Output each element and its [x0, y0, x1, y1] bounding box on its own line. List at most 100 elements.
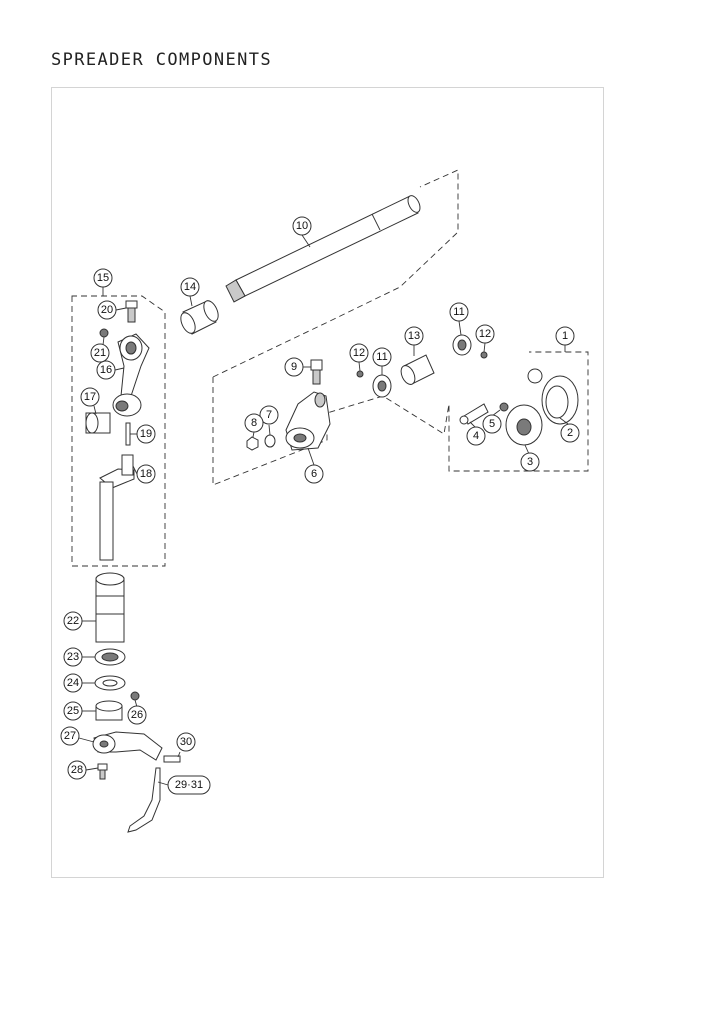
page-title: SPREADER COMPONENTS	[51, 50, 273, 70]
svg-text:13: 13	[408, 330, 420, 342]
shaft-assembly-outline	[212, 169, 589, 486]
callout-30: 30	[176, 732, 196, 752]
part-14-bushing	[180, 300, 219, 335]
callout-16: 16	[96, 360, 116, 380]
callout-20: 20	[97, 300, 117, 320]
part-3-eccentric-disc	[505, 404, 543, 446]
callout-10: 10	[292, 216, 312, 236]
svg-text:6: 6	[311, 468, 317, 480]
callout-13: 13	[404, 326, 424, 346]
callout-24: 24	[63, 673, 83, 693]
callout-7: 7	[259, 405, 279, 425]
part-20-screw	[125, 300, 138, 323]
arm-assembly-outline	[71, 295, 166, 567]
callout-15: 15	[93, 268, 113, 288]
svg-text:16: 16	[100, 364, 112, 376]
callout-3: 3	[520, 452, 540, 472]
svg-text:11: 11	[376, 351, 387, 363]
svg-text:25: 25	[67, 705, 79, 717]
leader-lines	[78, 234, 569, 786]
part-7-washer	[264, 434, 276, 448]
part-21-set-screw	[99, 328, 109, 338]
part-8-nut	[246, 436, 259, 451]
part-17-bushing	[85, 412, 111, 434]
callout-2: 2	[560, 423, 580, 443]
callout-28: 28	[67, 760, 87, 780]
svg-text:9: 9	[291, 361, 297, 373]
svg-text:23: 23	[67, 651, 79, 663]
svg-text:12: 12	[479, 328, 491, 340]
svg-text:29·31: 29·31	[175, 779, 203, 791]
callout-27: 27	[60, 726, 80, 746]
part-22-sleeve	[95, 572, 125, 643]
part-6-bracket	[285, 391, 331, 451]
callout-12-lower: 12	[349, 343, 369, 363]
svg-text:19: 19	[140, 428, 152, 440]
callout-11-upper: 11	[449, 302, 469, 322]
part-12-set-screw-upper	[480, 351, 488, 359]
svg-text:4: 4	[473, 430, 479, 442]
svg-text:3: 3	[527, 456, 533, 468]
svg-text:2: 2	[567, 427, 573, 439]
part-9-screw	[310, 359, 323, 385]
svg-text:26: 26	[131, 709, 143, 721]
part-18-spreader-shaft	[99, 454, 135, 561]
part-26-set-screw	[130, 691, 140, 701]
part-11-collar	[372, 374, 392, 398]
svg-text:27: 27	[64, 730, 76, 742]
svg-text:24: 24	[67, 677, 79, 689]
svg-text:17: 17	[84, 391, 96, 403]
svg-text:20: 20	[101, 304, 113, 316]
svg-text:18: 18	[140, 468, 152, 480]
callout-12-upper: 12	[475, 324, 495, 344]
callout-25: 25	[63, 701, 83, 721]
callout-17: 17	[80, 387, 100, 407]
diagram-frame	[51, 87, 604, 878]
part-29-31-spreader	[127, 767, 161, 833]
part-4-stud	[459, 403, 489, 425]
part-13-sleeve	[400, 354, 435, 385]
callout-14: 14	[180, 277, 200, 297]
svg-text:12: 12	[353, 347, 365, 359]
part-25-collar	[95, 700, 123, 721]
part-30-screw	[163, 755, 181, 763]
svg-text:1: 1	[562, 330, 568, 342]
svg-text:30: 30	[180, 736, 192, 748]
svg-text:15: 15	[97, 272, 109, 284]
callout-29-31: 29·31	[167, 775, 211, 795]
part-24-washer	[94, 675, 126, 691]
svg-text:10: 10	[296, 220, 308, 232]
part-10-shaft	[225, 195, 421, 303]
part-28-screw	[97, 763, 108, 780]
svg-text:28: 28	[71, 764, 83, 776]
part-16-crank-arm	[112, 333, 150, 417]
svg-text:8: 8	[251, 417, 257, 429]
part-27-spreader-arm	[92, 731, 163, 761]
callout-18: 18	[136, 464, 156, 484]
callout-6: 6	[304, 464, 324, 484]
callout-4: 4	[466, 426, 486, 446]
callout-9: 9	[284, 357, 304, 377]
part-12-set-screw	[356, 370, 364, 378]
part-5-screw	[499, 402, 509, 412]
svg-text:14: 14	[184, 281, 196, 293]
callout-11-lower: 11	[372, 347, 392, 367]
part-2-eccentric-ring	[527, 368, 579, 425]
part-23-seal	[94, 648, 126, 666]
callout-8: 8	[244, 413, 264, 433]
svg-text:11: 11	[453, 306, 464, 318]
callout-22: 22	[63, 611, 83, 631]
callout-1: 1	[555, 326, 575, 346]
svg-text:7: 7	[266, 409, 272, 421]
callout-21: 21	[90, 343, 110, 363]
callout-26: 26	[127, 705, 147, 725]
part-19-pin	[125, 422, 131, 446]
callout-19: 19	[136, 424, 156, 444]
svg-text:5: 5	[489, 418, 495, 430]
callout-5: 5	[482, 414, 502, 434]
part-11-collar-upper	[452, 334, 472, 356]
callout-23: 23	[63, 647, 83, 667]
svg-text:21: 21	[94, 347, 106, 359]
svg-text:22: 22	[67, 615, 79, 627]
